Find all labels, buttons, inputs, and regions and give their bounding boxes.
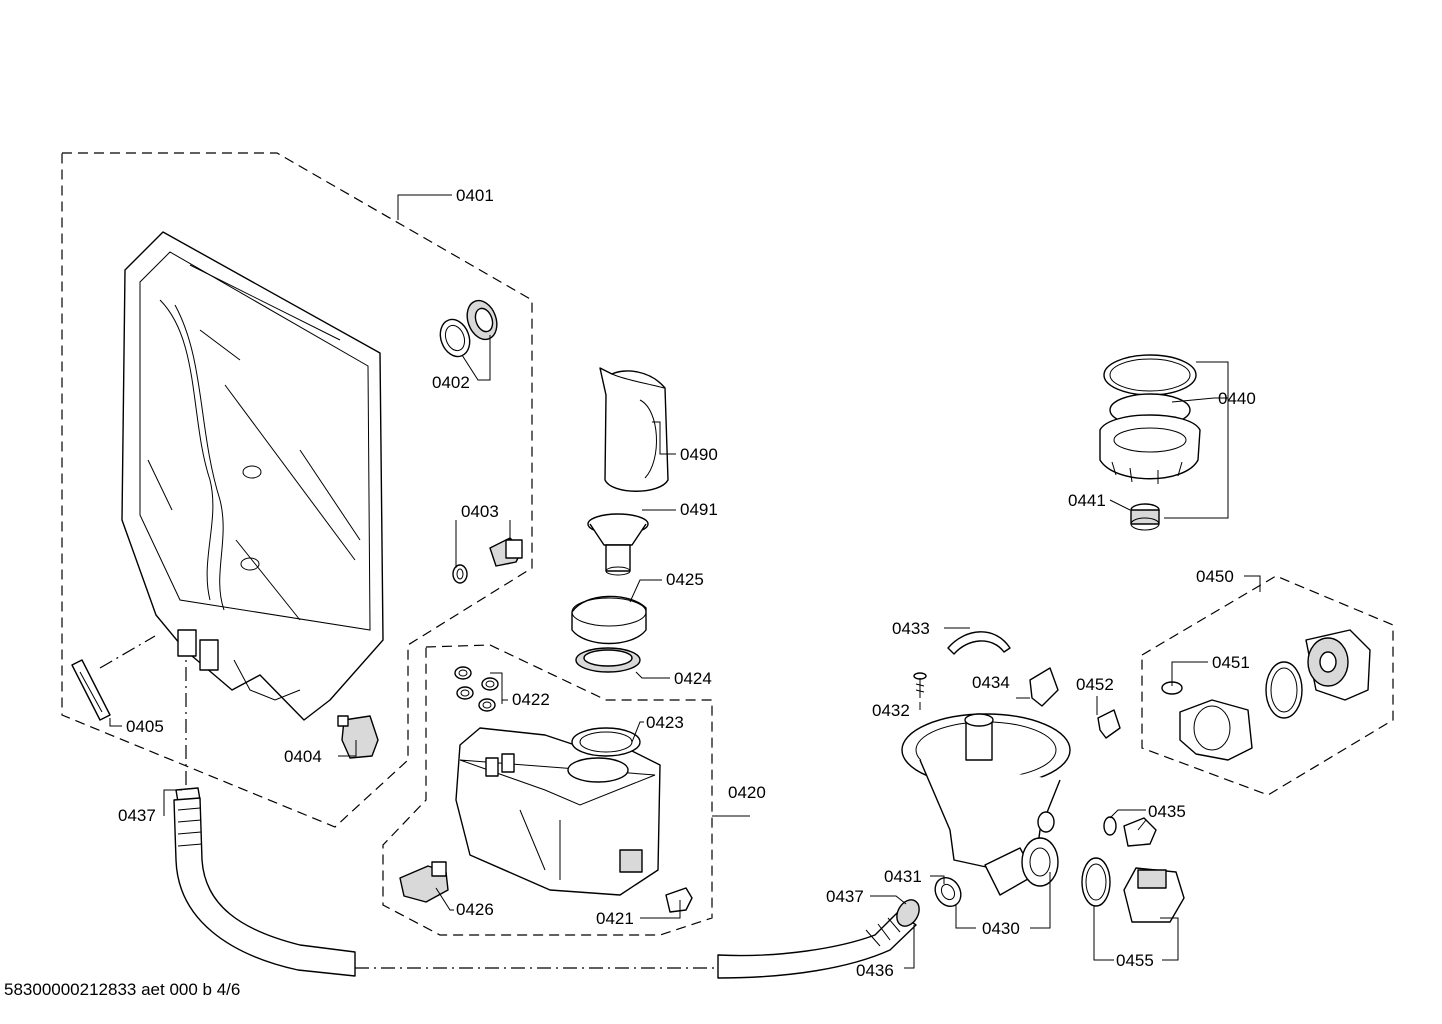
label-0404: 0404 xyxy=(284,747,322,766)
funnel-part-0490 xyxy=(599,367,669,492)
cup-part-0491 xyxy=(587,513,649,576)
clip-part-0421 xyxy=(665,887,693,913)
clip-part-0452 xyxy=(1097,709,1121,739)
label-0455: 0455 xyxy=(1116,951,1154,970)
softener-housing-part-0420 xyxy=(455,727,661,896)
hose-part-0437 xyxy=(173,787,920,979)
label-0423: 0423 xyxy=(646,713,684,732)
circulation-pump-part-0450 xyxy=(1161,629,1371,761)
label-0450: 0450 xyxy=(1196,567,1234,586)
screw-part-0432 xyxy=(913,672,927,698)
label-0435: 0435 xyxy=(1148,802,1186,821)
connector-part-0426 xyxy=(399,861,449,903)
label-0401: 0401 xyxy=(456,186,494,205)
seals-part-0422 xyxy=(454,666,499,712)
label-0433: 0433 xyxy=(892,619,930,638)
part-labels: 0401 0402 0403 0404 0405 0490 0491 0425 … xyxy=(118,186,1256,980)
label-0436: 0436 xyxy=(856,961,894,980)
drain-pump-part-0455 xyxy=(1081,857,1185,923)
leader-lines xyxy=(109,194,1261,969)
valve-part-0435 xyxy=(1103,816,1157,847)
label-0437-right: 0437 xyxy=(826,887,864,906)
seal-ring-part-0402 xyxy=(439,299,498,358)
group-boundary-0420 xyxy=(382,644,713,936)
group-boundary-0401 xyxy=(61,152,533,828)
ring-part-0424 xyxy=(575,647,641,673)
panel-part-0401 xyxy=(121,231,384,721)
label-0491: 0491 xyxy=(680,500,718,519)
impeller-part-0441 xyxy=(1130,503,1160,531)
pump-housing-part-0440 xyxy=(1099,354,1201,484)
clip-centerline xyxy=(99,635,156,669)
drawing-code: 58300000212833 aet 000 b 4/6 xyxy=(4,980,241,999)
label-0441: 0441 xyxy=(1068,491,1106,510)
label-0425: 0425 xyxy=(666,570,704,589)
label-0424: 0424 xyxy=(674,669,712,688)
label-0420: 0420 xyxy=(728,783,766,802)
clip-part-0434 xyxy=(1029,667,1059,707)
label-0421: 0421 xyxy=(596,909,634,928)
clip-part-0405 xyxy=(71,659,111,721)
connector-part-0431 xyxy=(934,876,962,908)
lid-part-0425 xyxy=(571,595,647,645)
label-0434: 0434 xyxy=(972,673,1010,692)
label-0437-left: 0437 xyxy=(118,806,156,825)
label-0452: 0452 xyxy=(1076,675,1114,694)
label-0432: 0432 xyxy=(872,701,910,720)
label-0451: 0451 xyxy=(1212,653,1250,672)
label-0431: 0431 xyxy=(884,867,922,886)
label-0405: 0405 xyxy=(126,717,164,736)
label-0403: 0403 xyxy=(461,502,499,521)
label-0430: 0430 xyxy=(982,919,1020,938)
valve-part-0403 xyxy=(452,537,523,584)
label-0402: 0402 xyxy=(432,373,470,392)
group-boundary-0450 xyxy=(1141,575,1394,796)
sump-part-0430 xyxy=(901,713,1071,896)
label-0422: 0422 xyxy=(512,690,550,709)
label-0426: 0426 xyxy=(456,900,494,919)
label-0490: 0490 xyxy=(680,445,718,464)
label-0440: 0440 xyxy=(1218,389,1256,408)
connector-part-0404 xyxy=(337,715,379,759)
arc-seal-part-0433 xyxy=(947,631,1011,655)
